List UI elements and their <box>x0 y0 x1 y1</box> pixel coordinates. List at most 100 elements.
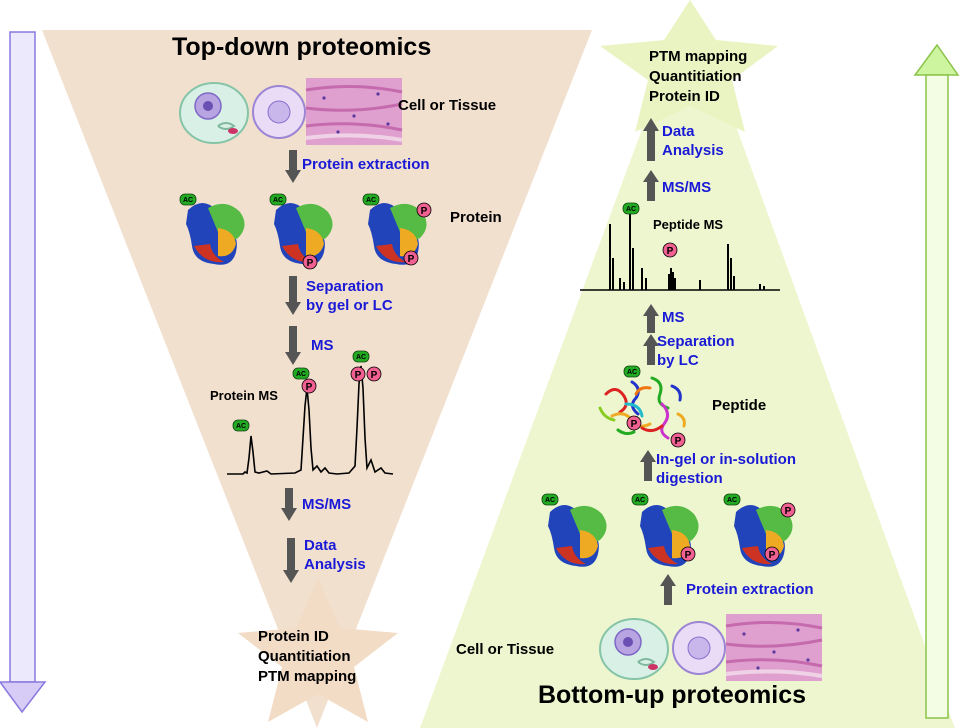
phospho-badge: P <box>403 250 419 266</box>
acetyl-badge: AC <box>179 193 197 206</box>
acetyl-badge: AC <box>631 493 649 506</box>
bottom-up-peptide-cluster: AC P P <box>598 365 686 448</box>
step-separation-line-1: Separation <box>306 278 384 295</box>
bottom-up-step-msms: MS/MS <box>662 179 712 196</box>
acetyl-badge: AC <box>622 202 640 215</box>
top-down-arrow-separation <box>285 276 301 315</box>
bottom-up-peptide-ms-spectrum: AC P <box>580 202 780 291</box>
svg-text:AC: AC <box>366 197 376 204</box>
left-down-arrow <box>0 31 47 714</box>
protein-structure-icon <box>548 505 607 567</box>
phospho-badge: P <box>350 366 366 382</box>
svg-text:AC: AC <box>545 497 555 504</box>
top-down-arrow-ms <box>285 326 301 365</box>
top-down-protein-ms-spectrum: AC AC P AC P P <box>227 350 394 475</box>
svg-text:AC: AC <box>273 197 283 204</box>
top-down-funnel <box>42 30 592 728</box>
result-line-2: Quantitiation <box>258 648 351 665</box>
acetyl-badge: AC <box>269 193 287 206</box>
svg-text:P: P <box>667 246 674 257</box>
top-down-step-ms: MS <box>311 337 334 354</box>
svg-text:AC: AC <box>183 197 193 204</box>
svg-text:P: P <box>355 370 362 381</box>
acetyl-badge: AC <box>362 193 380 206</box>
step-analysis-line-2: Analysis <box>304 556 366 573</box>
svg-text:AC: AC <box>626 206 636 213</box>
svg-text:P: P <box>631 419 638 430</box>
bottom-up-title: Bottom-up proteomics <box>538 681 807 709</box>
bottom-up-protein-structures: AC AC AC P P P <box>541 493 796 567</box>
top-down-cell-label: Cell or Tissue <box>398 97 497 114</box>
acetyl-badge: AC <box>352 350 370 363</box>
bottom-up-peptide-ms-label: Peptide MS <box>653 217 724 232</box>
top-down-protein-structures: AC AC AC P P P <box>179 193 432 270</box>
protein-structure-icon <box>274 203 333 265</box>
result-line-3: Protein ID <box>649 88 720 105</box>
step-separation-line-2: by gel or LC <box>306 297 393 314</box>
svg-text:P: P <box>675 436 682 447</box>
top-down-step-separation: Separation by gel or LC <box>306 277 393 315</box>
bottom-up-result-star <box>600 0 778 132</box>
phospho-badge: P <box>626 415 642 431</box>
svg-text:AC: AC <box>627 369 637 376</box>
phospho-badge: P <box>366 366 382 382</box>
bottom-up-arrow-analysis <box>643 118 659 161</box>
bottom-up-peptide-label: Peptide <box>712 397 767 414</box>
top-down-arrow-analysis <box>283 538 299 583</box>
phospho-badge: P <box>302 254 318 270</box>
protein-structure-icon <box>186 203 245 265</box>
bottom-up-step-analysis: Data Analysis <box>662 122 724 160</box>
phospho-badge: P <box>780 502 796 518</box>
phospho-badge: P <box>764 546 780 562</box>
top-down-title: Top-down proteomics <box>172 33 432 61</box>
step-analysis-line-2: Analysis <box>662 142 724 159</box>
bottom-up-step-digestion: In-gel or in-solution digestion <box>656 450 796 488</box>
step-separation-line-2: by LC <box>657 352 699 369</box>
bottom-up-cell-images <box>599 614 823 681</box>
top-down-cell-images <box>179 78 403 145</box>
result-line-2: Quantitiation <box>649 68 742 85</box>
top-down-arrow-extraction <box>285 150 301 183</box>
bottom-up-arrow-msms <box>643 170 659 201</box>
svg-text:P: P <box>685 550 692 561</box>
phospho-badge: P <box>416 202 432 218</box>
result-line-1: Protein ID <box>258 628 329 645</box>
protein-structure-icon <box>640 505 699 567</box>
svg-text:P: P <box>371 370 378 381</box>
step-analysis-line-1: Data <box>662 123 695 140</box>
phospho-badge: P <box>680 546 696 562</box>
top-down-protein-ms-label: Protein MS <box>210 388 278 403</box>
svg-text:AC: AC <box>635 497 645 504</box>
right-up-arrow <box>913 43 960 719</box>
bottom-up-results: PTM mapping Quantitiation Protein ID <box>649 47 747 107</box>
bottom-up-step-separation: Separation by LC <box>657 332 735 370</box>
result-line-3: PTM mapping <box>258 668 357 685</box>
bottom-up-arrow-digestion <box>640 450 656 481</box>
svg-text:AC: AC <box>296 371 306 378</box>
svg-text:AC: AC <box>356 354 366 361</box>
svg-text:P: P <box>307 258 314 269</box>
acetyl-badge: AC <box>232 419 250 432</box>
svg-text:P: P <box>408 254 415 265</box>
acetyl-badge: AC <box>292 367 310 380</box>
bottom-up-arrow-extraction <box>660 574 676 605</box>
phospho-badge: P <box>670 432 686 448</box>
bottom-up-arrow-ms <box>643 304 659 333</box>
result-line-1: PTM mapping <box>649 48 748 65</box>
svg-text:P: P <box>421 206 428 217</box>
step-digestion-line-2: digestion <box>656 470 723 487</box>
svg-text:P: P <box>306 382 313 393</box>
top-down-results: Protein ID Quantitiation PTM mapping <box>258 627 356 687</box>
phospho-badge: P <box>662 242 678 258</box>
top-down-protein-label: Protein <box>450 209 502 226</box>
acetyl-badge: AC <box>541 493 559 506</box>
svg-text:P: P <box>785 506 792 517</box>
top-down-step-analysis: Data Analysis <box>304 536 366 574</box>
top-down-step-extraction: Protein extraction <box>302 156 430 173</box>
top-down-step-msms: MS/MS <box>302 496 352 513</box>
acetyl-badge: AC <box>723 493 741 506</box>
step-analysis-line-1: Data <box>304 537 337 554</box>
svg-text:AC: AC <box>236 423 246 430</box>
bottom-up-step-ms: MS <box>662 309 685 326</box>
